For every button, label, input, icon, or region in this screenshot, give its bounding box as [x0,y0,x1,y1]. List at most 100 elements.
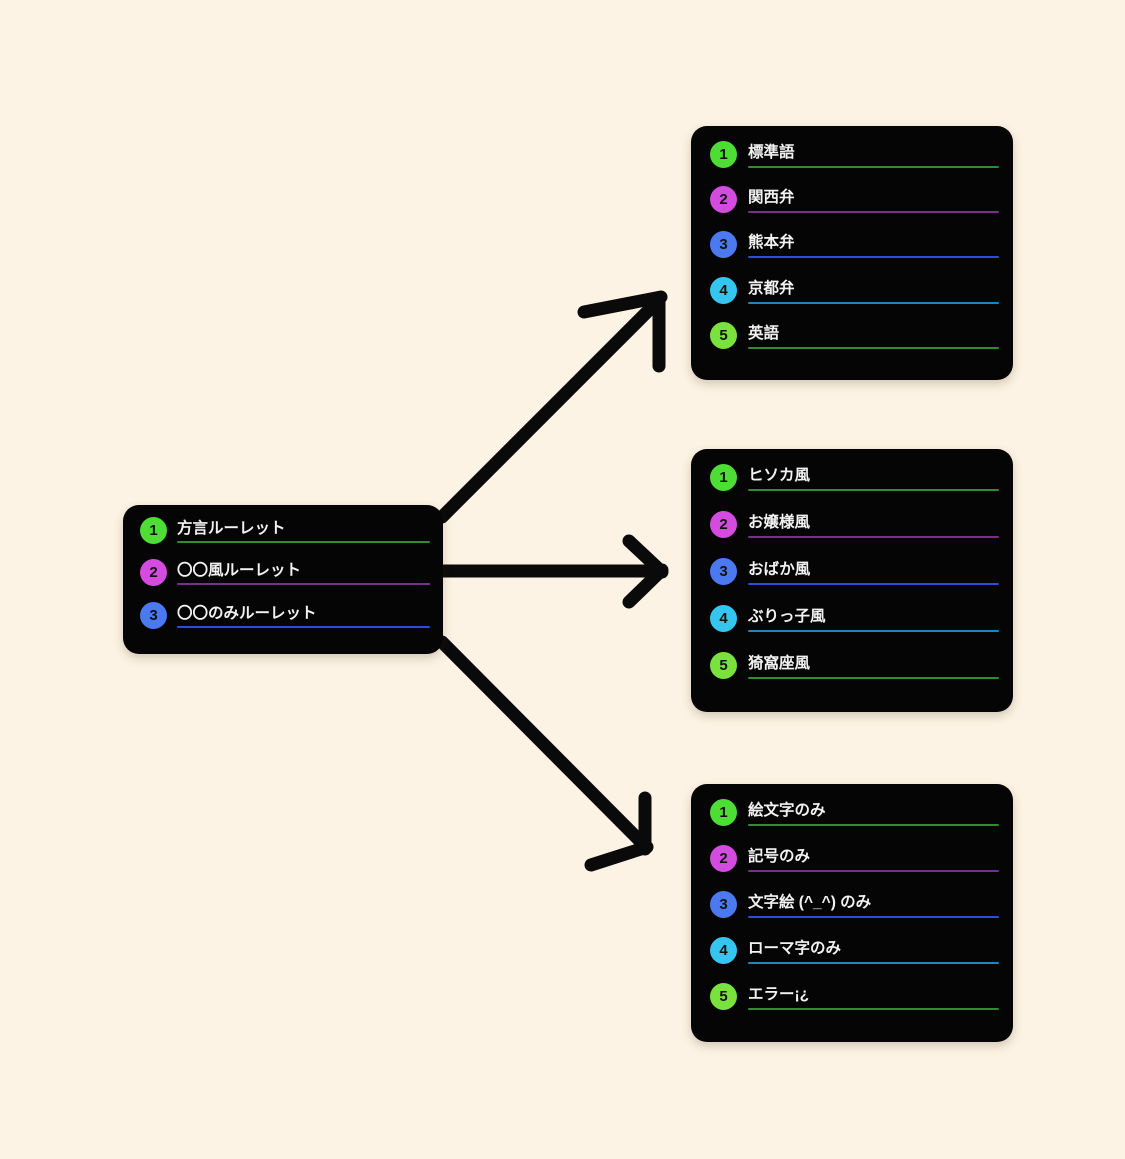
number-badge-icon: 2 [710,511,737,538]
menu-list: 1 ヒソカ風 2 お嬢様風 3 おばか風 4 ぶりっ子風 5 猗窩座風 [710,463,999,698]
list-item[interactable]: 5 英語 [710,321,999,366]
number-badge-icon: 2 [710,845,737,872]
list-item-label: 文字絵 (^_^) のみ [748,894,872,911]
number-badge-icon: 3 [140,601,167,629]
list-item-label-wrap: 英語 [748,321,999,349]
arrow-to-dialect-options [435,290,668,524]
number-badge-icon: 3 [710,891,737,918]
list-item-label-wrap: ヒソカ風 [748,463,999,491]
number-badge-icon: 4 [710,937,737,964]
list-item-underline [748,489,999,491]
roulette-type-menu-panel[interactable]: 1 方言ルーレット 2 〇〇風ルーレット 3 〇〇のみルーレット [123,505,443,654]
list-item-underline [748,1008,999,1010]
number-badge-icon: 3 [710,231,737,259]
list-item-label-wrap: 京都弁 [748,276,999,304]
list-item-label: おばか風 [748,561,811,578]
list-item[interactable]: 3 文字絵 (^_^) のみ [710,890,999,936]
list-item-label: 関西弁 [748,189,795,207]
list-item-label-wrap: 記号のみ [748,844,999,872]
number-badge-icon: 1 [710,799,737,826]
number-badge-icon: 3 [710,558,737,585]
list-item[interactable]: 4 ローマ字のみ [710,936,999,982]
list-item-underline [748,824,999,826]
list-item-label-wrap: ぶりっ子風 [748,604,999,632]
list-item-label: 英語 [748,324,780,342]
number-badge-icon: 2 [140,559,167,587]
list-item-label-wrap: 標準語 [748,140,999,168]
only-options-panel[interactable]: 1 絵文字のみ 2 記号のみ 3 文字絵 (^_^) のみ 4 ローマ字のみ 5 エラー¡¿ [691,784,1013,1042]
number-badge-icon: 5 [710,321,737,349]
list-item-label-wrap: ローマ字のみ [748,936,999,964]
number-badge-icon: 1 [710,464,737,491]
list-item[interactable]: 1 ヒソカ風 [710,463,999,510]
list-item-label-wrap: お嬢様風 [748,510,999,538]
list-item-label: 京都弁 [748,279,795,297]
list-item[interactable]: 3 おばか風 [710,557,999,604]
list-item-underline [748,583,999,585]
list-item[interactable]: 1 方言ルーレット [140,516,430,558]
list-item-label: 熊本弁 [748,234,795,252]
list-item[interactable]: 3 熊本弁 [710,230,999,275]
number-badge-icon: 1 [710,141,737,168]
list-item-label: 絵文字のみ [748,802,826,819]
list-item-label: 方言ルーレット [177,520,286,537]
list-item-label-wrap: 関西弁 [748,185,999,214]
list-item-underline [177,583,430,586]
list-item-label-wrap: エラー¡¿ [748,982,999,1010]
list-item-underline [748,346,999,349]
list-item-underline [748,870,999,872]
list-item[interactable]: 1 絵文字のみ [710,798,999,844]
list-item-label: 〇〇風ルーレット [177,562,302,580]
number-badge-icon: 5 [710,652,737,679]
number-badge-icon: 5 [710,983,737,1010]
list-item-underline [748,630,999,632]
list-item[interactable]: 3 〇〇のみルーレット [140,601,430,643]
list-item-label: ヒソカ風 [748,467,811,484]
arrow-to-only-options [435,635,654,872]
list-item-underline [177,541,430,543]
list-item[interactable]: 2 記号のみ [710,844,999,890]
list-item-label-wrap: 方言ルーレット [177,516,430,543]
list-item-underline [748,211,999,214]
list-item[interactable]: 2 〇〇風ルーレット [140,558,430,600]
list-item-label-wrap: おばか風 [748,557,999,585]
list-item-underline [748,916,999,918]
list-item-label-wrap: 文字絵 (^_^) のみ [748,890,999,918]
list-item-label: 〇〇のみルーレット [177,604,317,622]
list-item-label-wrap: 熊本弁 [748,230,999,259]
list-item-label: エラー¡¿ [748,986,810,1003]
list-item[interactable]: 1 標準語 [710,140,999,185]
list-item[interactable]: 5 猗窩座風 [710,651,999,698]
list-item-label: ローマ字のみ [748,940,842,957]
list-item-label: お嬢様風 [748,514,811,531]
number-badge-icon: 4 [710,605,737,632]
list-item-label: 標準語 [748,144,795,161]
list-item-label-wrap: 〇〇風ルーレット [177,558,430,586]
list-item-label-wrap: 〇〇のみルーレット [177,601,430,628]
menu-list: 1 絵文字のみ 2 記号のみ 3 文字絵 (^_^) のみ 4 ローマ字のみ 5 エラー¡¿ [710,798,999,1028]
list-item-label-wrap: 絵文字のみ [748,798,999,826]
list-item-underline [177,625,430,628]
list-item-underline [748,962,999,964]
list-item[interactable]: 2 関西弁 [710,185,999,230]
arrow-to-style-options [437,534,669,609]
number-badge-icon: 1 [140,517,167,544]
list-item-underline [748,677,999,679]
list-item-underline [748,166,999,168]
list-item[interactable]: 4 ぶりっ子風 [710,604,999,651]
list-item-label: 猗窩座風 [748,655,811,672]
list-item[interactable]: 5 エラー¡¿ [710,982,999,1028]
list-item-underline [748,256,999,259]
style-options-panel[interactable]: 1 ヒソカ風 2 お嬢様風 3 おばか風 4 ぶりっ子風 5 猗窩座風 [691,449,1013,712]
list-item-underline [748,301,999,304]
number-badge-icon: 2 [710,186,737,214]
menu-list: 1 方言ルーレット 2 〇〇風ルーレット 3 〇〇のみルーレット [140,516,430,643]
list-item-label: ぶりっ子風 [748,608,826,625]
list-item[interactable]: 2 お嬢様風 [710,510,999,557]
list-item-underline [748,536,999,538]
list-item-label-wrap: 猗窩座風 [748,651,999,679]
